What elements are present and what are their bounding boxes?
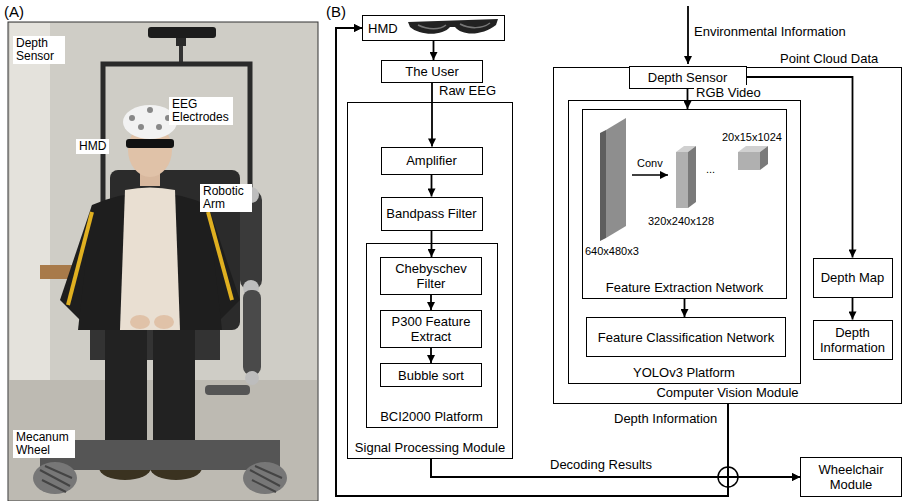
node-text: HMD bbox=[368, 21, 398, 36]
cnn-layers bbox=[688, 146, 696, 208]
cnn-layers bbox=[676, 152, 688, 208]
wheelchair-photo bbox=[156, 124, 162, 130]
callout-label: Mecanum Wheel bbox=[13, 430, 75, 458]
callout-label: Depth Sensor bbox=[13, 36, 65, 64]
hmd-glasses-icon bbox=[418, 25, 446, 29]
dimension-label: 320x240x128 bbox=[648, 215, 714, 228]
process-box: Wheelchair Module bbox=[800, 457, 902, 497]
callout-label: EEG Electrodes bbox=[169, 97, 233, 125]
wheelchair-photo bbox=[120, 188, 180, 331]
cnn-layers bbox=[632, 174, 668, 176]
node-text: Amplifier bbox=[406, 153, 457, 168]
edge-label: Depth Information bbox=[612, 411, 719, 426]
dimension-label: 20x15x1024 bbox=[722, 131, 782, 144]
process-box: Depth Map bbox=[813, 258, 893, 298]
wheelchair-photo bbox=[129, 115, 135, 121]
wheelchair-photo bbox=[126, 139, 174, 148]
process-box: P300 Feature Extract bbox=[380, 310, 482, 348]
wheelchair-photo bbox=[208, 212, 232, 300]
process-box: Depth Information bbox=[813, 320, 893, 360]
connector bbox=[431, 175, 433, 197]
wheelchair-photo bbox=[250, 466, 282, 492]
edge-label: Decoding Results bbox=[548, 457, 654, 472]
wheelchair-photo bbox=[205, 385, 250, 395]
node-text: Bubble sort bbox=[398, 368, 464, 383]
module-box: Signal Processing Module AmplifierBandpas… bbox=[347, 102, 513, 459]
connector bbox=[336, 28, 728, 496]
dimension-label: Conv bbox=[637, 157, 663, 170]
node-text: Depth Information bbox=[818, 325, 888, 355]
node-text: P300 Feature Extract bbox=[385, 314, 477, 344]
wheelchair-photo bbox=[147, 107, 153, 113]
edge-label: RGB Video bbox=[694, 85, 763, 100]
wheelchair-photo bbox=[8, 22, 318, 501]
wheelchair-photo bbox=[10, 23, 50, 380]
dimension-label: 640x480x3 bbox=[585, 245, 639, 258]
callout-label: HMD bbox=[76, 139, 109, 154]
connector bbox=[431, 83, 433, 147]
connector bbox=[430, 348, 432, 363]
dimension-label: ... bbox=[706, 163, 715, 176]
node-text: Computer Vision Module bbox=[656, 385, 798, 400]
wheelchair-photo bbox=[33, 462, 77, 494]
input-arrow bbox=[687, 6, 689, 64]
process-box: The User bbox=[381, 60, 483, 83]
hmd-glasses-icon bbox=[460, 23, 490, 28]
cnn-layers bbox=[606, 118, 626, 238]
connector bbox=[747, 77, 853, 258]
wheelchair-photo bbox=[243, 462, 287, 494]
wheelchair-photo bbox=[179, 46, 183, 64]
module-box: Computer Vision Module Depth SensorYOLOv3… bbox=[553, 67, 902, 404]
wheelchair-photo bbox=[40, 440, 280, 470]
wheelchair-photo bbox=[148, 27, 216, 38]
input-label: Environmental Information bbox=[694, 24, 846, 39]
connector bbox=[852, 298, 854, 320]
node-text: Feature Extraction Network bbox=[606, 280, 764, 295]
hmd-glasses-icon bbox=[408, 19, 498, 34]
edge-label: Raw EEG bbox=[437, 83, 498, 98]
node-text: Depth Sensor bbox=[648, 70, 728, 85]
cnn-layers bbox=[760, 146, 768, 170]
process-box: HMD bbox=[362, 15, 505, 41]
node-text: Wheelchair Module bbox=[805, 462, 897, 492]
connector bbox=[430, 295, 432, 310]
process-box: Bubble sort bbox=[380, 363, 482, 387]
process-box: Feature Classification Network bbox=[586, 317, 786, 357]
panel-label: (A) bbox=[4, 3, 24, 20]
wheelchair-photo bbox=[243, 290, 261, 375]
connector bbox=[336, 28, 728, 496]
node-text: BCI2000 Platform bbox=[380, 409, 483, 424]
cnn-layers bbox=[738, 152, 760, 170]
node-text: Depth Map bbox=[821, 270, 885, 285]
node-text: Chebyschev Filter bbox=[385, 261, 477, 291]
connector bbox=[431, 231, 433, 258]
cnn-layers bbox=[600, 130, 606, 241]
wheelchair-photo bbox=[154, 315, 174, 329]
wheelchair-photo bbox=[138, 124, 144, 130]
hmd-glasses-icon bbox=[408, 19, 498, 34]
wheelchair-photo bbox=[40, 466, 72, 492]
module-box: BCI2000 Platform Chebyschev FilterP300 Fe… bbox=[366, 243, 498, 428]
process-box: Chebyschev Filter bbox=[380, 257, 482, 295]
node-text: The User bbox=[405, 64, 458, 79]
edge-label: Point Cloud Data bbox=[778, 51, 880, 66]
wheelchair-photo bbox=[245, 371, 259, 385]
wheelchair-photo bbox=[176, 38, 186, 46]
connector bbox=[728, 404, 800, 477]
node-text: Feature Classification Network bbox=[598, 330, 774, 345]
node-text: Signal Processing Module bbox=[355, 440, 505, 455]
wheelchair-photo bbox=[8, 22, 318, 501]
panel-label: (B) bbox=[326, 3, 346, 20]
wheelchair-photo bbox=[68, 212, 92, 305]
node-text: YOLOv3 Platform bbox=[633, 365, 735, 380]
node-text: Bandpass Filter bbox=[386, 206, 476, 221]
process-box: Amplifier bbox=[381, 147, 483, 175]
callout-label: Robotic Arm bbox=[200, 184, 252, 212]
input-arrow bbox=[688, 6, 689, 64]
wheelchair-photo bbox=[130, 315, 150, 329]
connector bbox=[433, 41, 435, 60]
process-box: Bandpass Filter bbox=[381, 197, 483, 231]
connector bbox=[684, 299, 686, 317]
